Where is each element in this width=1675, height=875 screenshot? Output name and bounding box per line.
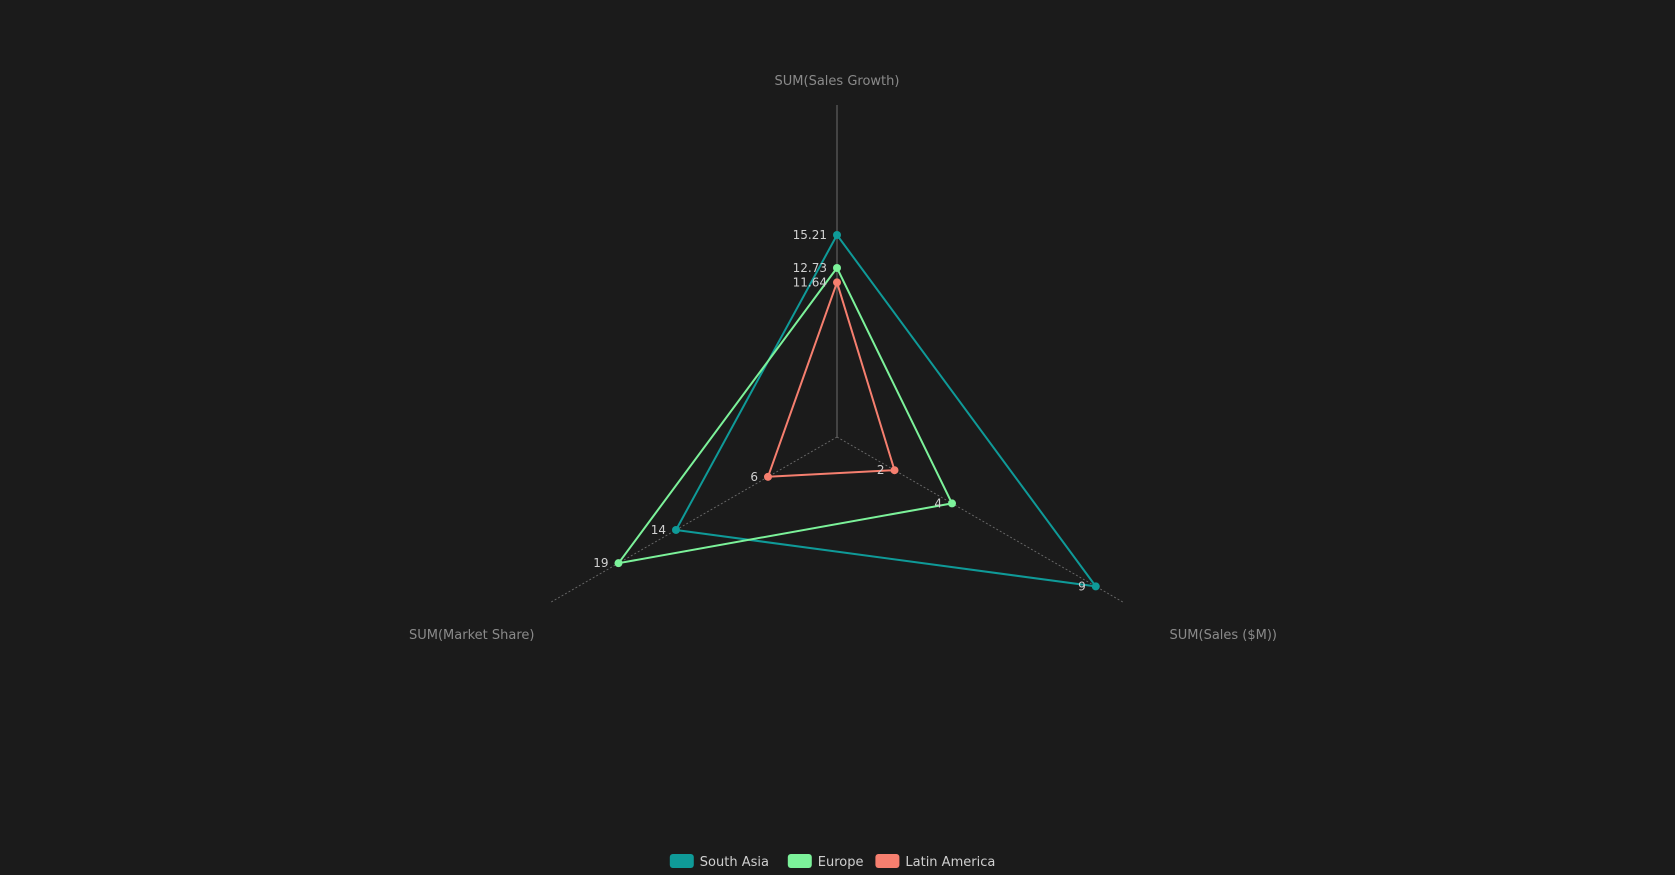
value-label-south-asia-sum-market-share: 14 [651, 523, 666, 537]
series-polygon-europe[interactable] [617, 266, 953, 565]
labels-layer: 15.21 9 14 12.73 4 19 11.64 2 6 [593, 228, 1086, 593]
value-label-south-asia-sum-sales-growth: 15.21 [793, 228, 827, 242]
legend-item-south-asia[interactable]: South Asia [669, 854, 769, 870]
data-point-latin-america-sum-sales-growth[interactable] [833, 278, 841, 287]
legend[interactable]: South Asia Europe Latin America [669, 854, 996, 870]
axis-label-sum-market-share: SUM(Market Share) [409, 628, 534, 643]
value-label-europe-sum-sales-m: 4 [934, 496, 942, 510]
axes-layer: SUM(Sales Growth) SUM(Sales ($M)) SUM(Mark… [409, 74, 1277, 643]
value-label-europe-sum-sales-growth: 12.73 [793, 261, 827, 275]
legend-swatch-south-asia [669, 854, 694, 868]
axis-line-sum-market-share [549, 436, 838, 604]
data-point-south-asia-sum-market-share[interactable] [671, 525, 680, 534]
axis-label-sum-sales-m: SUM(Sales ($M)) [1170, 628, 1278, 643]
value-label-south-asia-sum-sales-m: 9 [1078, 579, 1086, 593]
legend-swatch-europe [787, 854, 812, 868]
value-label-latin-america-sum-sales-m: 2 [877, 463, 885, 477]
series-layer [614, 231, 1100, 591]
axis-line-sum-sales-m [836, 436, 1125, 604]
value-label-latin-america-sum-market-share: 6 [750, 470, 758, 484]
data-point-latin-america-sum-sales-m[interactable] [890, 466, 899, 475]
data-point-europe-sum-sales-m[interactable] [948, 499, 957, 508]
series-polygon-latin-america[interactable] [767, 281, 896, 478]
value-label-latin-america-sum-sales-growth: 11.64 [793, 275, 827, 289]
data-point-latin-america-sum-market-share[interactable] [763, 472, 772, 481]
legend-swatch-latin-america [875, 854, 900, 868]
value-label-europe-sum-market-share: 19 [593, 556, 608, 570]
data-point-south-asia-sum-sales-growth[interactable] [833, 231, 841, 240]
legend-label-europe: Europe [818, 855, 864, 870]
legend-item-europe[interactable]: Europe [787, 854, 864, 870]
data-point-south-asia-sum-sales-m[interactable] [1091, 582, 1100, 591]
legend-label-south-asia: South Asia [700, 855, 769, 870]
legend-item-latin-america[interactable]: Latin America [875, 854, 995, 870]
legend-label-latin-america: Latin America [905, 855, 995, 870]
axis-label-sum-sales-growth: SUM(Sales Growth) [775, 74, 900, 89]
series-polygon-south-asia[interactable] [675, 234, 1097, 588]
data-point-europe-sum-sales-growth[interactable] [833, 263, 841, 272]
data-point-europe-sum-market-share[interactable] [614, 559, 623, 568]
